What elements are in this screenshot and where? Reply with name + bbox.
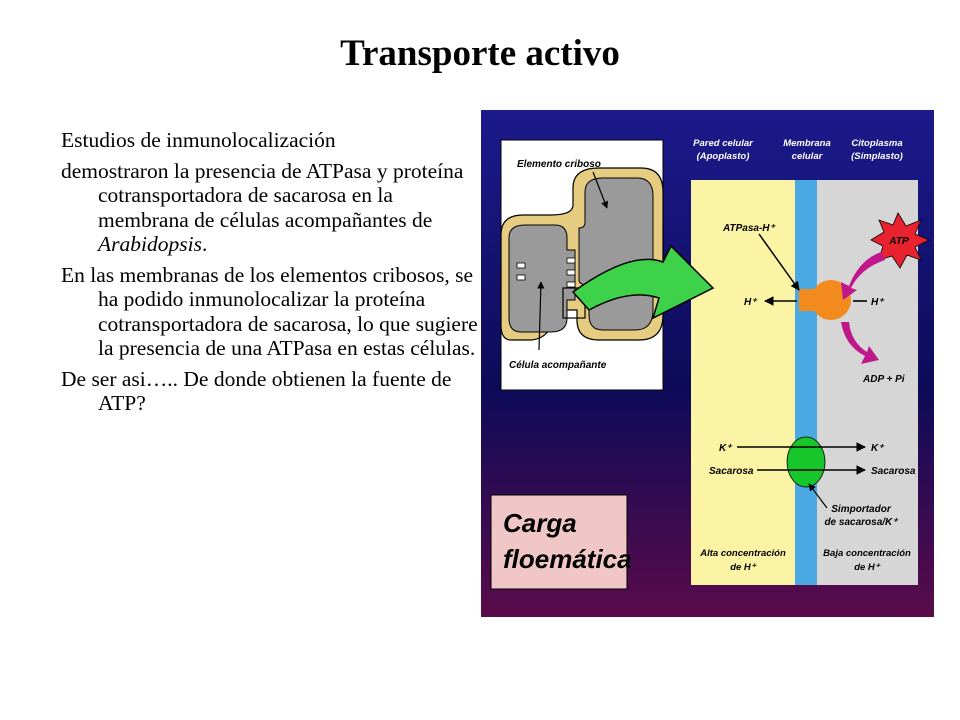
label-carga: Carga (503, 508, 577, 538)
label-k-apoplast: K⁺ (719, 443, 733, 454)
label-alta-h: de H⁺ (730, 562, 757, 573)
adp-arrow-icon (841, 322, 879, 364)
paragraph-4: De ser asi….. De donde obtienen la fuent… (61, 366, 452, 416)
atpasa-pointer (758, 233, 800, 291)
label-floematica: floemática (503, 544, 632, 574)
atp-arrow-icon (841, 252, 885, 300)
label-baja-concentracion: Baja concentración (823, 548, 911, 559)
apoplast-region (691, 180, 795, 585)
paragraph-2-end: . (201, 232, 208, 256)
header-citoplasma: Citoplasma (851, 138, 902, 149)
label-h-apoplast: H⁺ (744, 297, 758, 308)
zoom-arrow-icon (571, 244, 715, 320)
header-pared: Pared celular (693, 138, 754, 149)
page-title: Transporte activo (340, 33, 620, 74)
header-simplasto: (Simplasto) (851, 151, 903, 162)
header-apoplasto: (Apoplasto) (697, 151, 750, 162)
body-text: Estudios de inmunolocalización demostrar… (61, 128, 481, 422)
header-membrana: Membrana (783, 138, 831, 149)
atp-star-icon (870, 212, 930, 269)
label-sacarosa-cytoplasm: Sacarosa (871, 466, 916, 477)
label-sacarosa-apoplast: Sacarosa (709, 466, 754, 477)
species-name: Arabidopsis (98, 232, 202, 256)
label-atpasa: ATPasa-H⁺ (722, 223, 776, 234)
symporter-carrier (786, 436, 826, 488)
paragraph-2-text: demostraron la presencia de ATPasa y pro… (61, 158, 464, 232)
label-sacarosa-k: de sacarosa/K⁺ (824, 517, 899, 528)
label-elemento-criboso: Elemento criboso (517, 159, 601, 170)
membrane-region (795, 180, 817, 585)
label-h-cytoplasm: H⁺ (871, 297, 885, 308)
phloem-loading-diagram: Pared celular (Apoplasto) Membrana celul… (481, 110, 934, 617)
paragraph-3: En las membranas de los elementos cribos… (61, 262, 478, 361)
label-simportador: Simportador (831, 504, 892, 515)
label-celula-acompanante: Célula acompañante (509, 360, 607, 371)
paragraph-2: demostraron la presencia de ATPasa y pro… (61, 159, 481, 257)
carga-floematica-box (490, 494, 628, 590)
symporter-pointer (808, 483, 828, 509)
header-celular: celular (792, 151, 824, 162)
label-alta-concentracion: Alta concentración (699, 548, 786, 559)
label-k-cytoplasm: K⁺ (871, 443, 885, 454)
label-baja-h: de H⁺ (854, 562, 881, 573)
paragraph-1: Estudios de inmunolocalización (61, 128, 336, 152)
label-atp: ATP (888, 236, 909, 247)
column-headers: Pared celular (Apoplasto) Membrana celul… (693, 138, 903, 162)
atpase-pump (799, 280, 851, 320)
label-adp-pi: ADP + Pi (862, 374, 905, 385)
